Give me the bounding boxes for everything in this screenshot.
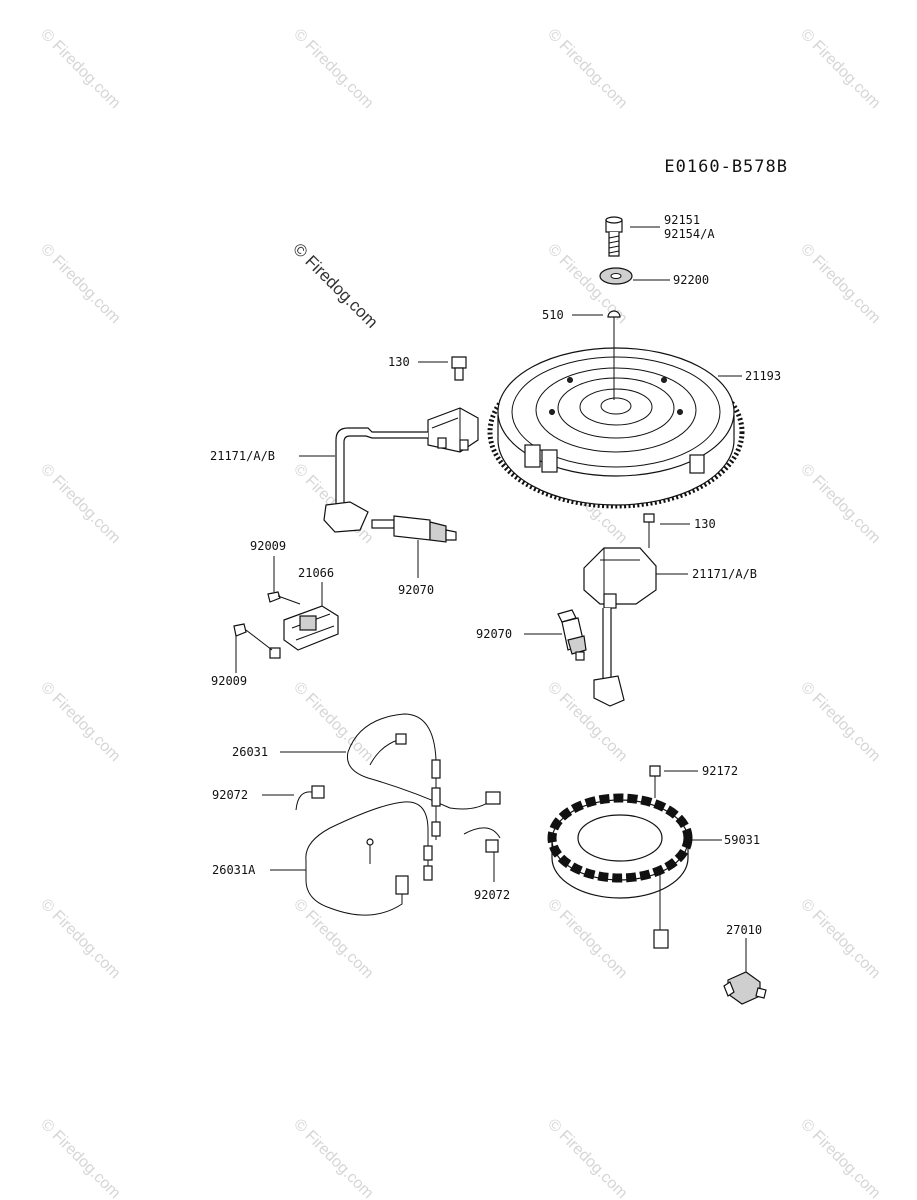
watermark: © Firedog.com [544, 26, 630, 112]
diagram-code: E0160-B578B [664, 157, 788, 177]
label-bolt-coil-left: 130 [388, 355, 410, 369]
label-harness: 26031 [232, 745, 268, 759]
coil-left-drawing [299, 356, 479, 533]
harness-a-drawing [270, 801, 433, 916]
watermark: © Firedog.com [37, 1116, 123, 1200]
label-coil-left: 21171/A/B [210, 449, 275, 463]
connector-left-drawing [262, 785, 325, 811]
label-bolt-top-b: 92154/A [664, 227, 715, 241]
switch-drawing [723, 938, 767, 1005]
harness-drawing [280, 713, 501, 840]
label-key: 510 [542, 308, 564, 322]
coil-right-drawing [583, 513, 690, 707]
watermark-grid: © Firedog.com © Firedog.com © Firedog.co… [37, 26, 883, 1200]
label-bolt-stator: 92172 [702, 764, 738, 778]
label-flywheel: 21193 [745, 369, 781, 383]
label-screw-lower: 92009 [211, 674, 247, 688]
watermark: © Firedog.com [37, 896, 123, 982]
label-screw-upper: 92009 [250, 539, 286, 553]
watermark: © Firedog.com [797, 241, 883, 327]
module-drawing [233, 556, 339, 673]
watermark: © Firedog.com [290, 26, 376, 112]
spark-plug-right-drawing [524, 609, 587, 661]
connector-right-drawing [463, 827, 501, 882]
flywheel-drawing [487, 347, 745, 509]
bolt-top-drawing [605, 216, 623, 257]
watermark: © Firedog.com [797, 679, 883, 765]
part-labels: 92151 92154/A 92200 510 21193 130 21171/… [210, 213, 781, 937]
watermark: © Firedog.com [37, 679, 123, 765]
watermark: © Firedog.com [37, 241, 123, 327]
washer-drawing [599, 267, 633, 285]
watermark: © Firedog.com [544, 1116, 630, 1200]
key-drawing [607, 310, 621, 400]
label-bolt-top-a: 92151 [664, 213, 700, 227]
label-module: 21066 [298, 566, 334, 580]
watermark: © Firedog.com [797, 26, 883, 112]
stator-drawing [547, 793, 722, 949]
label-washer: 92200 [673, 273, 709, 287]
label-connector-left: 92072 [212, 788, 248, 802]
watermark: © Firedog.com [37, 461, 123, 547]
label-switch: 27010 [726, 923, 762, 937]
watermark: © Firedog.com [797, 896, 883, 982]
label-stator: 59031 [724, 833, 760, 847]
label-spark-plug-left: 92070 [398, 583, 434, 597]
spark-plug-left-drawing [371, 515, 457, 578]
watermark: © Firedog.com [290, 1116, 376, 1200]
label-harness-a: 26031A [212, 863, 256, 877]
watermark: © Firedog.com [37, 26, 123, 112]
label-connector-right: 92072 [474, 888, 510, 902]
watermark: © Firedog.com [797, 461, 883, 547]
label-spark-plug-right: 92070 [476, 627, 512, 641]
label-coil-right: 21171/A/B [692, 567, 757, 581]
label-bolt-coil-right: 130 [694, 517, 716, 531]
watermark: © Firedog.com [797, 1116, 883, 1200]
watermark: © Firedog.com [544, 896, 630, 982]
watermark-prominent: © Firedog.com [289, 239, 381, 331]
bolt-stator-drawing [649, 765, 698, 798]
